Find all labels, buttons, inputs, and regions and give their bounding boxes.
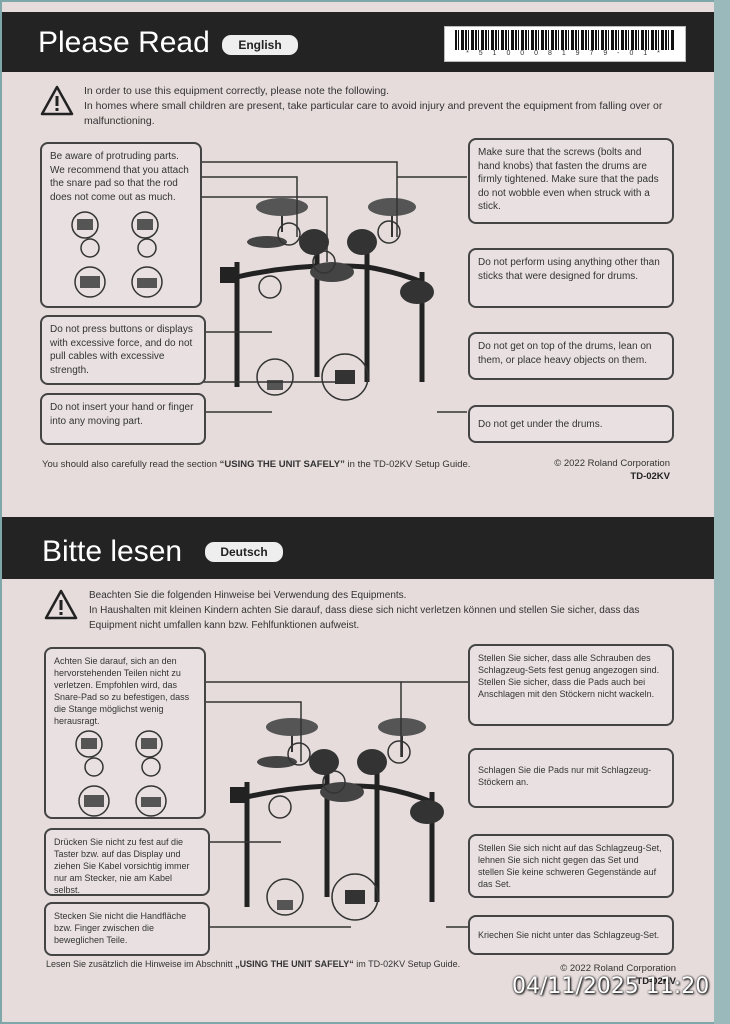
german-title: Bitte lesen <box>42 535 183 568</box>
english-callout-lines <box>202 161 467 413</box>
english-box-top: Do not get on top of the drums, lean on … <box>468 332 674 380</box>
german-intro-line-2: In Haushalten mit kleinen Kindern achten… <box>89 605 640 631</box>
german-copyright: © 2022 Roland Corporation <box>560 963 676 974</box>
german-intro: Beachten Sie die folgenden Hinweise bei … <box>89 588 659 633</box>
german-intro-line-1: Beachten Sie die folgenden Hinweise bei … <box>89 590 407 601</box>
photo-timestamp: 04/11/2025 11:20 <box>512 974 710 999</box>
german-box-under: Kriechen Sie nicht unter das Schlagzeug-… <box>468 915 674 955</box>
german-box-sticks: Schlagen Sie die Pads nur mit Schlagzeug… <box>468 748 674 808</box>
german-footer-bold: „USING THE UNIT SAFELY“ <box>235 959 354 969</box>
german-box-hand: Stecken Sie nicht die Handfläche bzw. Fi… <box>44 902 210 956</box>
english-footer-note: You should also carefully read the secti… <box>42 459 472 470</box>
english-title: Please Read <box>38 26 210 59</box>
german-model: TD-02KV <box>636 976 676 987</box>
english-intro-line-2: In homes where small children are presen… <box>84 100 663 127</box>
warning-icon <box>40 85 74 116</box>
english-intro: In order to use this equipment correctly… <box>84 84 664 129</box>
safety-sheet: Please Read English * 5 1 0 0 0 8 1 9 7 … <box>2 2 714 1022</box>
german-footer-suffix: im TD-02KV Setup Guide. <box>353 959 461 969</box>
background-edge <box>714 0 730 1024</box>
german-header-band <box>2 517 714 579</box>
german-box-screws: Stellen Sie sicher, dass alle Schrauben … <box>468 644 674 726</box>
english-box-hand: Do not insert your hand or finger into a… <box>40 393 206 445</box>
english-box-screws: Make sure that the screws (bolts and han… <box>468 138 674 224</box>
german-callout-lines <box>206 681 470 928</box>
english-model: TD-02KV <box>630 471 670 482</box>
barcode: * 5 1 0 0 0 8 1 9 7 9 - 0 1 * <box>444 26 686 62</box>
barcode-bars <box>455 30 675 50</box>
english-footer-suffix: in the TD-02KV Setup Guide. <box>344 459 471 470</box>
barcode-number: * 5 1 0 0 0 8 1 9 7 9 - 0 1 * <box>466 50 664 57</box>
english-footer-bold: “USING THE UNIT SAFELY” <box>219 459 345 470</box>
german-footer-prefix: Lesen Sie zusätzlich die Hinweise im Abs… <box>46 959 236 969</box>
english-footer-prefix: You should also carefully read the secti… <box>42 459 220 470</box>
english-copyright: © 2022 Roland Corporation <box>554 458 670 469</box>
german-box-top: Stellen Sie sich nicht auf das Schlagzeu… <box>468 834 674 898</box>
german-language-label: Deutsch <box>205 542 283 562</box>
english-box-protruding-text: Be aware of protruding parts. We recomme… <box>50 151 189 203</box>
german-footer-note: Lesen Sie zusätzlich die Hinweise im Abs… <box>46 959 486 969</box>
english-box-buttons: Do not press buttons or displays with ex… <box>40 315 206 385</box>
german-box-protruding-text: Achten Sie darauf, sich an den hervorste… <box>54 656 190 726</box>
german-box-protruding-parts: Achten Sie darauf, sich an den hervorste… <box>44 647 206 819</box>
snare-pad-illustration-german <box>75 730 167 817</box>
snare-pad-illustration <box>71 211 163 298</box>
english-box-under: Do not get under the drums. <box>468 405 674 443</box>
english-box-protruding-parts: Be aware of protruding parts. We recomme… <box>40 142 202 308</box>
warning-icon-german <box>44 589 78 620</box>
english-box-sticks: Do not perform using anything other than… <box>468 248 674 308</box>
english-intro-line-1: In order to use this equipment correctly… <box>84 85 390 97</box>
english-language-label: English <box>222 35 298 55</box>
german-box-buttons: Drücken Sie nicht zu fest auf die Taster… <box>44 828 210 896</box>
